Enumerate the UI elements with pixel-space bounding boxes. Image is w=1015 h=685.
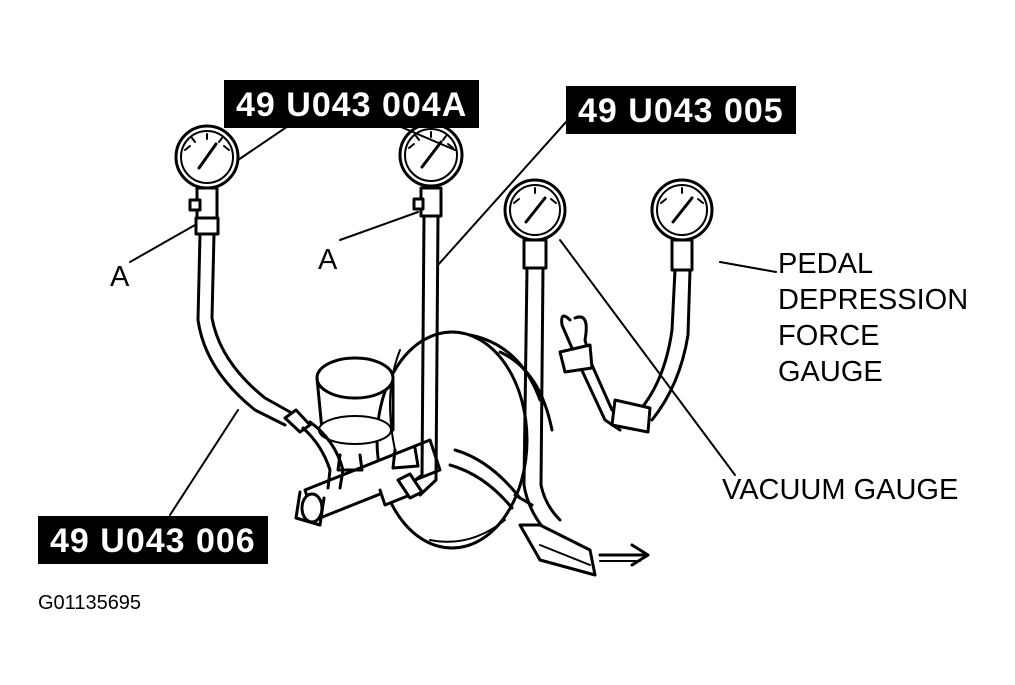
pedal-label-line-3: FORCE: [778, 320, 880, 352]
vacuum-gauge: [448, 178, 650, 577]
label-a-center: A: [318, 244, 338, 276]
figure-id: G01135695: [38, 592, 142, 614]
pressure-gauge-center: [396, 122, 464, 500]
pressure-gauge-left: [174, 124, 345, 490]
pedal-force-gauge: [558, 178, 714, 434]
master-cylinder: [294, 356, 442, 527]
callout-49-u043-005: 49 U043 005: [566, 86, 796, 134]
label-pedal-depression-force-gauge: PEDAL DEPRESSION FORCE GAUGE: [778, 246, 968, 390]
pedal-label-line-4: GAUGE: [778, 356, 883, 388]
callout-49-u043-006: 49 U043 006: [38, 516, 268, 564]
label-a-left: A: [110, 261, 130, 293]
label-vacuum-gauge: VACUUM GAUGE: [722, 474, 959, 506]
pedal-label-line-1: PEDAL: [778, 248, 874, 280]
callout-49-u043-004a: 49 U043 004A: [224, 80, 480, 128]
pedal-label-line-2: DEPRESSION: [778, 284, 969, 316]
